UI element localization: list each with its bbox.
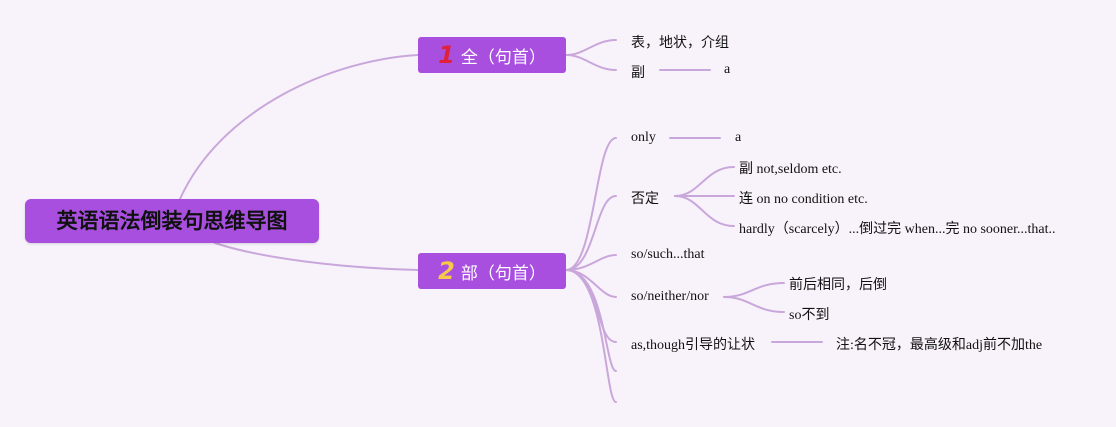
priority-1-icon: 1 (438, 41, 455, 69)
branch-node-partial-inversion[interactable]: 2 部（句首） (418, 253, 566, 289)
node-so-neither-nor[interactable]: so/neither/nor (631, 289, 709, 304)
node-negation-hardly[interactable]: hardly（scarcely）...倒过完 when...完 no soone… (739, 222, 1056, 237)
node-as-though-note[interactable]: 注:名不冠，最高级和adj前不加the (836, 338, 1043, 353)
priority-2-icon: 2 (438, 257, 455, 285)
node-predicative[interactable]: 表，地状，介组 (631, 36, 729, 51)
branch-label: 部（句首） (460, 263, 546, 284)
node-negation-conjunction[interactable]: 连 on no condition etc. (739, 192, 868, 207)
node-negation[interactable]: 否定 (631, 192, 659, 207)
node-adverb[interactable]: 副 (631, 66, 645, 81)
root-node[interactable]: 英语语法倒装句思维导图 (25, 199, 319, 243)
branch-node-full-inversion[interactable]: 1 全（句首） (418, 37, 566, 73)
branch-label: 全（句首） (460, 47, 546, 68)
node-only-child[interactable]: a (735, 130, 742, 145)
node-only[interactable]: only (631, 130, 656, 145)
root-title: 英语语法倒装句思维导图 (56, 209, 288, 233)
node-so-neither-not[interactable]: so不到 (789, 308, 830, 323)
node-so-such[interactable]: so/such...that (631, 247, 705, 262)
node-so-neither-same[interactable]: 前后相同，后倒 (789, 278, 887, 293)
node-negation-adverb[interactable]: 副 not,seldom etc. (739, 162, 842, 177)
node-as-though[interactable]: as,though引导的让状 (631, 338, 756, 353)
node-adverb-child[interactable]: a (724, 62, 731, 77)
